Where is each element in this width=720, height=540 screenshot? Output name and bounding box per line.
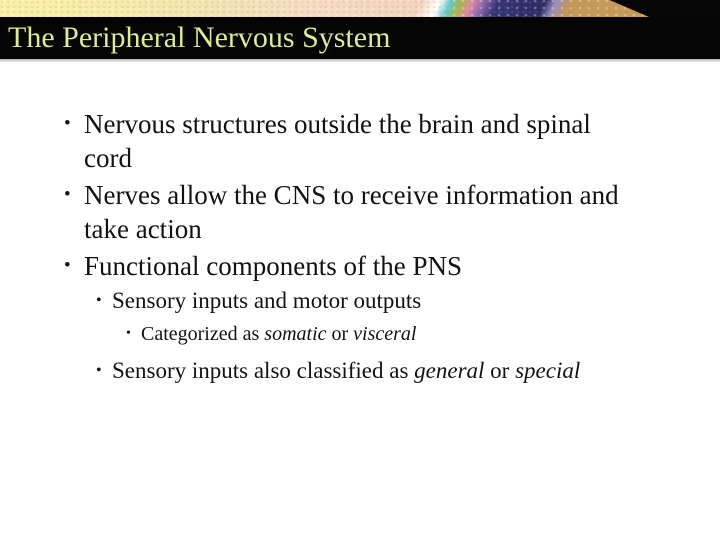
bullet-item: • Nerves allow the CNS to receive informa… <box>0 178 706 246</box>
bullet-text: Functional components of the PNS <box>84 251 462 281</box>
title-bar: The Peripheral Nervous System <box>0 17 720 59</box>
bullet-icon: • <box>64 184 71 205</box>
bullet-item: • Sensory inputs also classified as gener… <box>0 356 706 386</box>
bullet-text: Sensory inputs also classified as genera… <box>112 358 581 383</box>
slide-title: The Peripheral Nervous System <box>8 21 391 54</box>
bullet-icon: • <box>96 362 102 379</box>
bullet-item: • Functional components of the PNS <box>0 249 706 283</box>
bullet-text: Nervous structures outside the brain and… <box>84 109 591 173</box>
banner-corner-wedge <box>609 0 720 17</box>
bullet-item: • Nervous structures outside the brain an… <box>0 107 706 175</box>
bullet-icon: • <box>64 113 71 134</box>
bullet-text: Nerves allow the CNS to receive informat… <box>84 180 619 244</box>
bullet-list: • Nervous structures outside the brain an… <box>0 63 706 386</box>
decorative-banner <box>0 0 720 17</box>
bullet-text: Categorized as somatic or visceral <box>141 323 417 345</box>
title-bar-shadow <box>0 59 720 63</box>
bullet-item: • Categorized as somatic or visceral <box>0 321 706 347</box>
bullet-item: • Sensory inputs and motor outputs <box>0 286 706 316</box>
bullet-icon: • <box>96 292 102 309</box>
bullet-icon: • <box>126 326 131 341</box>
bullet-icon: • <box>64 255 71 276</box>
bullet-text: Sensory inputs and motor outputs <box>112 288 422 313</box>
